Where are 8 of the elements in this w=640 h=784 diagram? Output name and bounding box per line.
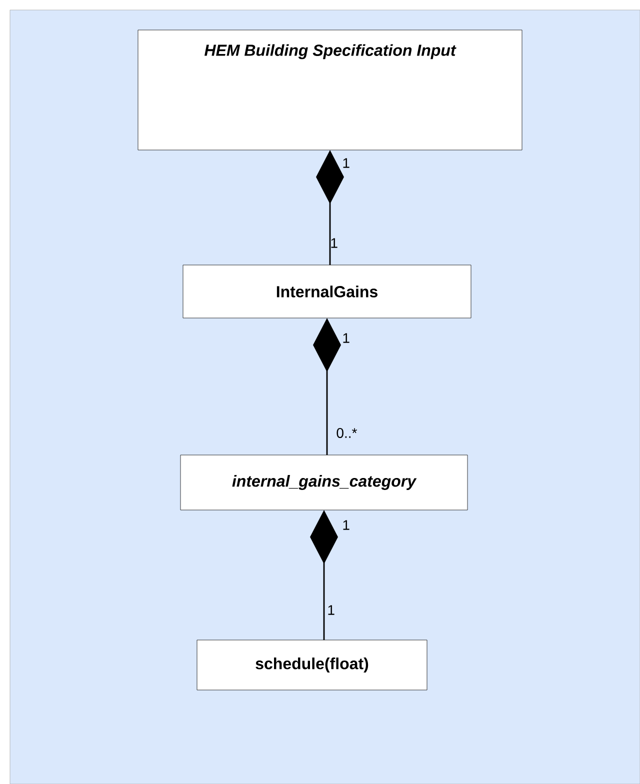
multiplicity-label: 1 xyxy=(328,605,334,615)
class-box: internal_gains_category xyxy=(180,454,468,510)
class-box: HEM Building Specification Input xyxy=(138,30,522,150)
multiplicity-label: 1 xyxy=(331,238,338,248)
multiplicity-label: 0..* xyxy=(336,428,357,438)
multiplicity-label: 1 xyxy=(343,333,350,343)
class-box: InternalGains xyxy=(182,264,472,318)
class-box: schedule(float) xyxy=(196,640,428,690)
